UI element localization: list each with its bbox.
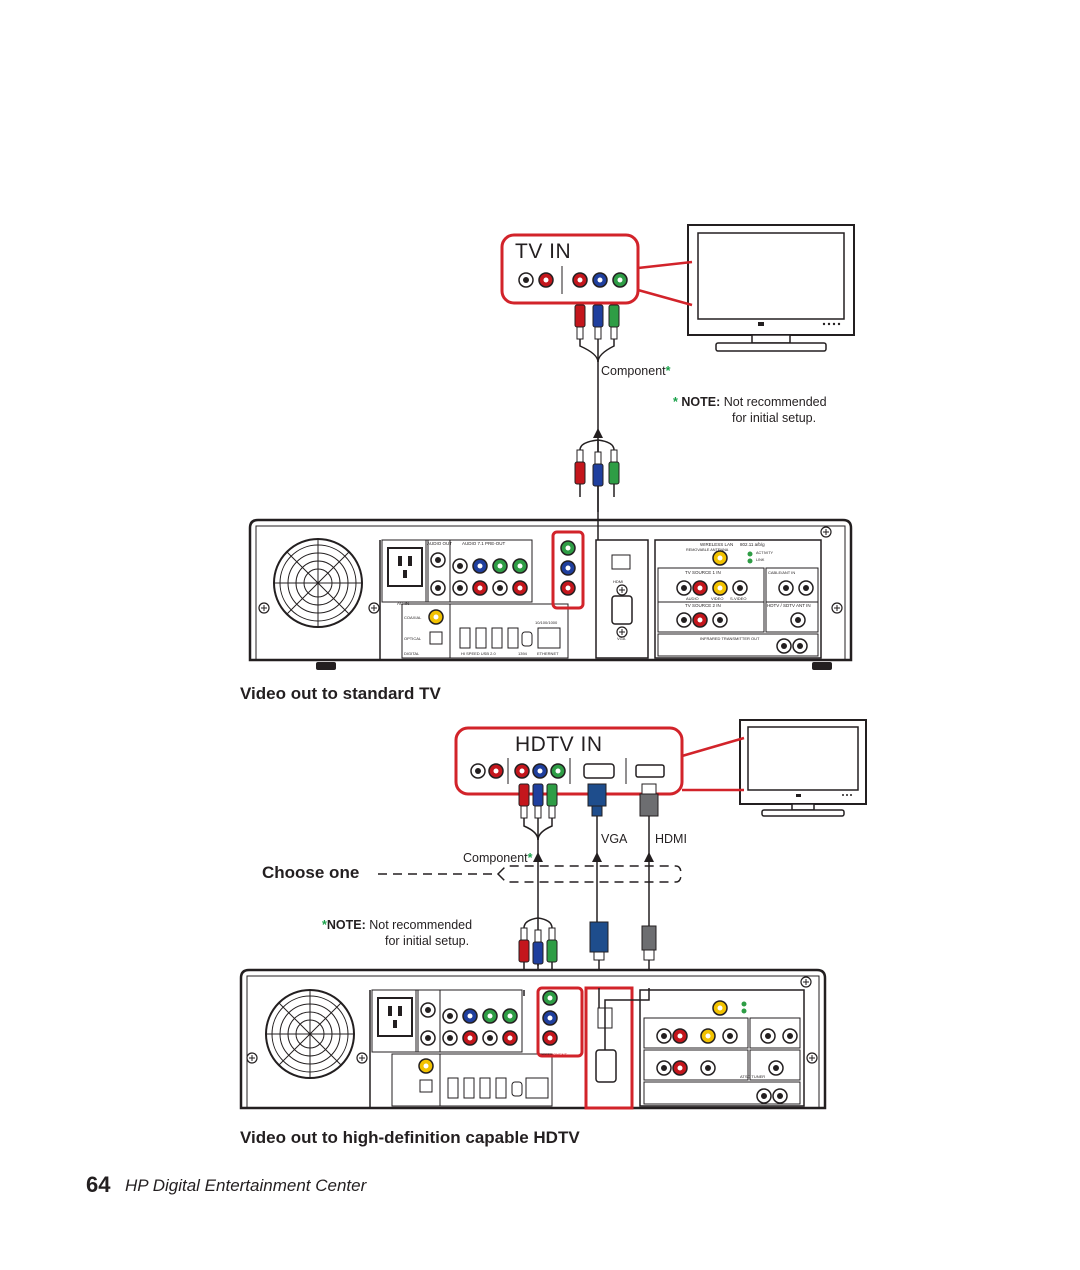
- screw-icon: [368, 602, 380, 614]
- audio-out-label: AUDIO OUT: [427, 541, 453, 546]
- tv-source-1-label: TV SOURCE 1 IN: [685, 570, 721, 575]
- plug-icon: [574, 449, 586, 485]
- tv-monitor-icon: [687, 224, 855, 352]
- link-label: LINK: [756, 558, 765, 562]
- asterisk-icon: *: [665, 364, 671, 378]
- note-line-2: for initial setup.: [732, 411, 817, 425]
- fan-icon: [265, 989, 355, 1079]
- note-line-2: for initial setup.: [385, 934, 470, 948]
- ethernet-label: ETHERNET: [537, 651, 559, 656]
- tv-in-label: TV IN: [515, 240, 572, 263]
- hdtv-in-label: HDTV IN: [515, 733, 603, 756]
- screw-icon: [831, 602, 843, 614]
- screw-icon: [246, 1052, 258, 1064]
- plug-icon: [592, 304, 604, 340]
- hdmi-plug-icon: [641, 783, 657, 795]
- asterisk-icon: *: [322, 918, 327, 932]
- note-label: NOTE:: [681, 395, 721, 409]
- wireless-label: WIRELESS LAN: [700, 542, 734, 547]
- vga-plug-icon: [587, 783, 607, 807]
- removable-antenna-label: REMOVABLE ANTENNA: [686, 548, 729, 552]
- tv-source-2-label: TV SOURCE 2 IN: [685, 603, 721, 608]
- component-label: Component*: [463, 851, 533, 865]
- vga-port-label: VGA: [617, 636, 626, 641]
- hdtv-monitor-icon: [739, 719, 867, 817]
- plug-icon: [608, 304, 620, 340]
- hdmi-label: HDMI: [655, 832, 687, 846]
- ieee-label: 1394: [518, 651, 527, 656]
- jack-icon: [572, 272, 588, 288]
- screw-icon: [820, 526, 832, 538]
- cable-ant-label: CABLE/ANT IN: [768, 570, 796, 575]
- screw-icon: [806, 1052, 818, 1064]
- ac-in-label: AC IN: [397, 601, 410, 606]
- audio-71-label: AUDIO 7.1 PRE-OUT: [462, 541, 506, 546]
- video-label: VIDEO: [711, 596, 724, 601]
- optical-label: OPTICAL: [404, 636, 422, 641]
- footer-title: HP Digital Entertainment Center: [125, 1176, 367, 1195]
- jack-icon: [518, 272, 534, 288]
- usb-label: HI SPEED USB 2.0: [461, 651, 496, 656]
- asterisk-icon: *: [527, 851, 533, 865]
- screw-icon: [800, 976, 812, 988]
- asterisk-icon: *: [673, 395, 678, 409]
- plug-icon: [608, 449, 620, 485]
- choose-one-label: Choose one: [262, 863, 360, 882]
- audio-label: AUDIO: [686, 596, 699, 601]
- screw-icon: [258, 602, 270, 614]
- vga-label: VGA: [601, 832, 628, 846]
- jack-icon: [592, 272, 608, 288]
- back-panel: [248, 497, 853, 670]
- note-block: *NOTE: Not recommended for initial setup…: [322, 917, 472, 949]
- coaxial-label: COAXIAL: [404, 615, 422, 620]
- atsc-label: ATSC TUNER: [740, 1074, 766, 1079]
- standard-tv-diagram: [248, 224, 855, 670]
- screw-icon: [356, 1052, 368, 1064]
- lan-speed-label: 10/100/1000: [535, 620, 558, 625]
- plug-icon: [592, 451, 604, 487]
- hdtv-ant-label: HDTV / SDTV ANT IN: [767, 603, 811, 608]
- hdtv-caption: Video out to high-definition capable HDT…: [240, 1128, 580, 1147]
- note-line-1: Not recommended: [723, 395, 827, 409]
- component-label: Component*: [601, 364, 671, 378]
- jack-icon: [538, 272, 554, 288]
- component-cable-label: Component: [601, 364, 666, 378]
- note-line-1: Not recommended: [369, 918, 473, 932]
- component-cable-label: Component: [463, 851, 528, 865]
- page-number: 64: [86, 1172, 111, 1197]
- wireless-std-label: 802.11 a/b/g: [740, 542, 765, 547]
- note-label: NOTE:: [326, 918, 366, 932]
- plug-icon: [574, 304, 586, 340]
- vga-port-icon: [583, 763, 615, 779]
- back-panel: [239, 968, 827, 1110]
- hdmi-port-label: HDMI: [613, 579, 624, 584]
- fan-icon: [273, 538, 363, 628]
- note-block: * NOTE: Not recommended for initial setu…: [673, 394, 827, 426]
- hdmi-port-icon: [635, 764, 665, 778]
- standard-tv-caption: Video out to standard TV: [240, 684, 441, 703]
- jack-icon: [612, 272, 628, 288]
- infrared-label: INFRARED TRANSMITTER OUT: [700, 636, 760, 641]
- svideo-label: S-VIDEO: [730, 596, 747, 601]
- activity-label: ACTIVITY: [756, 551, 774, 555]
- hdtv-diagram: [239, 719, 867, 1110]
- component-port-label: COMPONENT: [541, 1052, 567, 1057]
- digital-label: DIGITAL: [404, 651, 420, 656]
